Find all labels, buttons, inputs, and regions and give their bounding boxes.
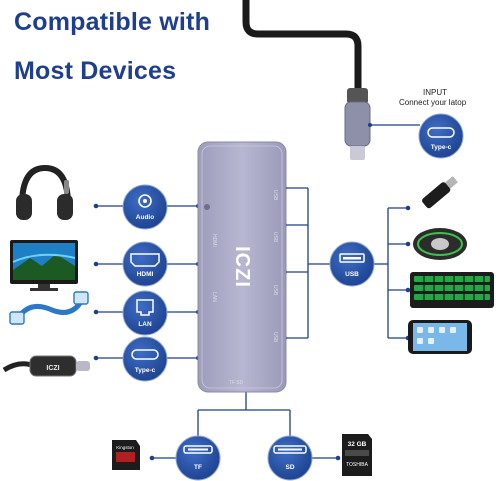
usb-port-label: USB [345,271,359,278]
svg-text:LAN: LAN [211,292,217,302]
usb-port-circle: USB [329,241,375,287]
cable-brand: ICZI [46,365,59,372]
hdmi-port-circle: HDMI [122,241,168,287]
input-port-circle: Type-c [418,113,464,159]
ethernet-cable-icon [9,291,89,325]
svg-text:TF SD: TF SD [229,380,244,386]
input-subtitle: Connect your latop [399,98,467,107]
microsd-brand: Kingston [116,445,134,450]
flash-drive-icon [422,176,458,209]
svg-text:USB: USB [272,332,278,343]
microsd-card-icon: Kingston [112,440,140,470]
keyboard-icon [410,272,494,308]
sd-card-size: 32 GB [348,441,367,448]
headline-line-2: Most Devices [14,57,177,85]
hub-brand: ICZI [231,246,253,288]
hub-body: ICZI USB USB USB USB HDMI LAN TF SD [197,141,287,393]
svg-text:USB: USB [272,285,278,296]
usb-c-port-circle: Type-c [122,336,168,382]
monitor-icon [10,240,78,291]
headphones-icon [16,164,73,220]
sd-card-icon: 32 GB TOSHIBA [342,434,372,476]
tf-port-label: TF [194,464,202,471]
sd-card-brand: TOSHIBA [346,462,369,468]
input-title: INPUT [423,88,447,97]
headline-line-1: Compatible with [14,8,211,36]
sd-port-label: SD [285,464,294,471]
input-port-label: Type-c [431,144,452,151]
phone-icon [408,320,472,354]
usb-c-plug [344,88,371,160]
usb-c-cable-icon: ICZI [2,355,90,377]
usb-c-port-label: Type-c [135,367,156,374]
mouse-icon [413,228,467,260]
lan-port-label: LAN [138,321,152,328]
svg-text:USB: USB [272,190,278,201]
hdmi-port-label: HDMI [137,271,154,278]
audio-port-circle: Audio [122,184,168,230]
sd-port-circle: SD [267,435,313,481]
audio-port-label: Audio [136,214,154,221]
hub-cable [242,0,362,96]
lan-port-circle: LAN [122,290,168,336]
svg-text:HDMI: HDMI [211,234,217,247]
svg-text:USB: USB [272,232,278,243]
tf-port-circle: TF [175,435,221,481]
